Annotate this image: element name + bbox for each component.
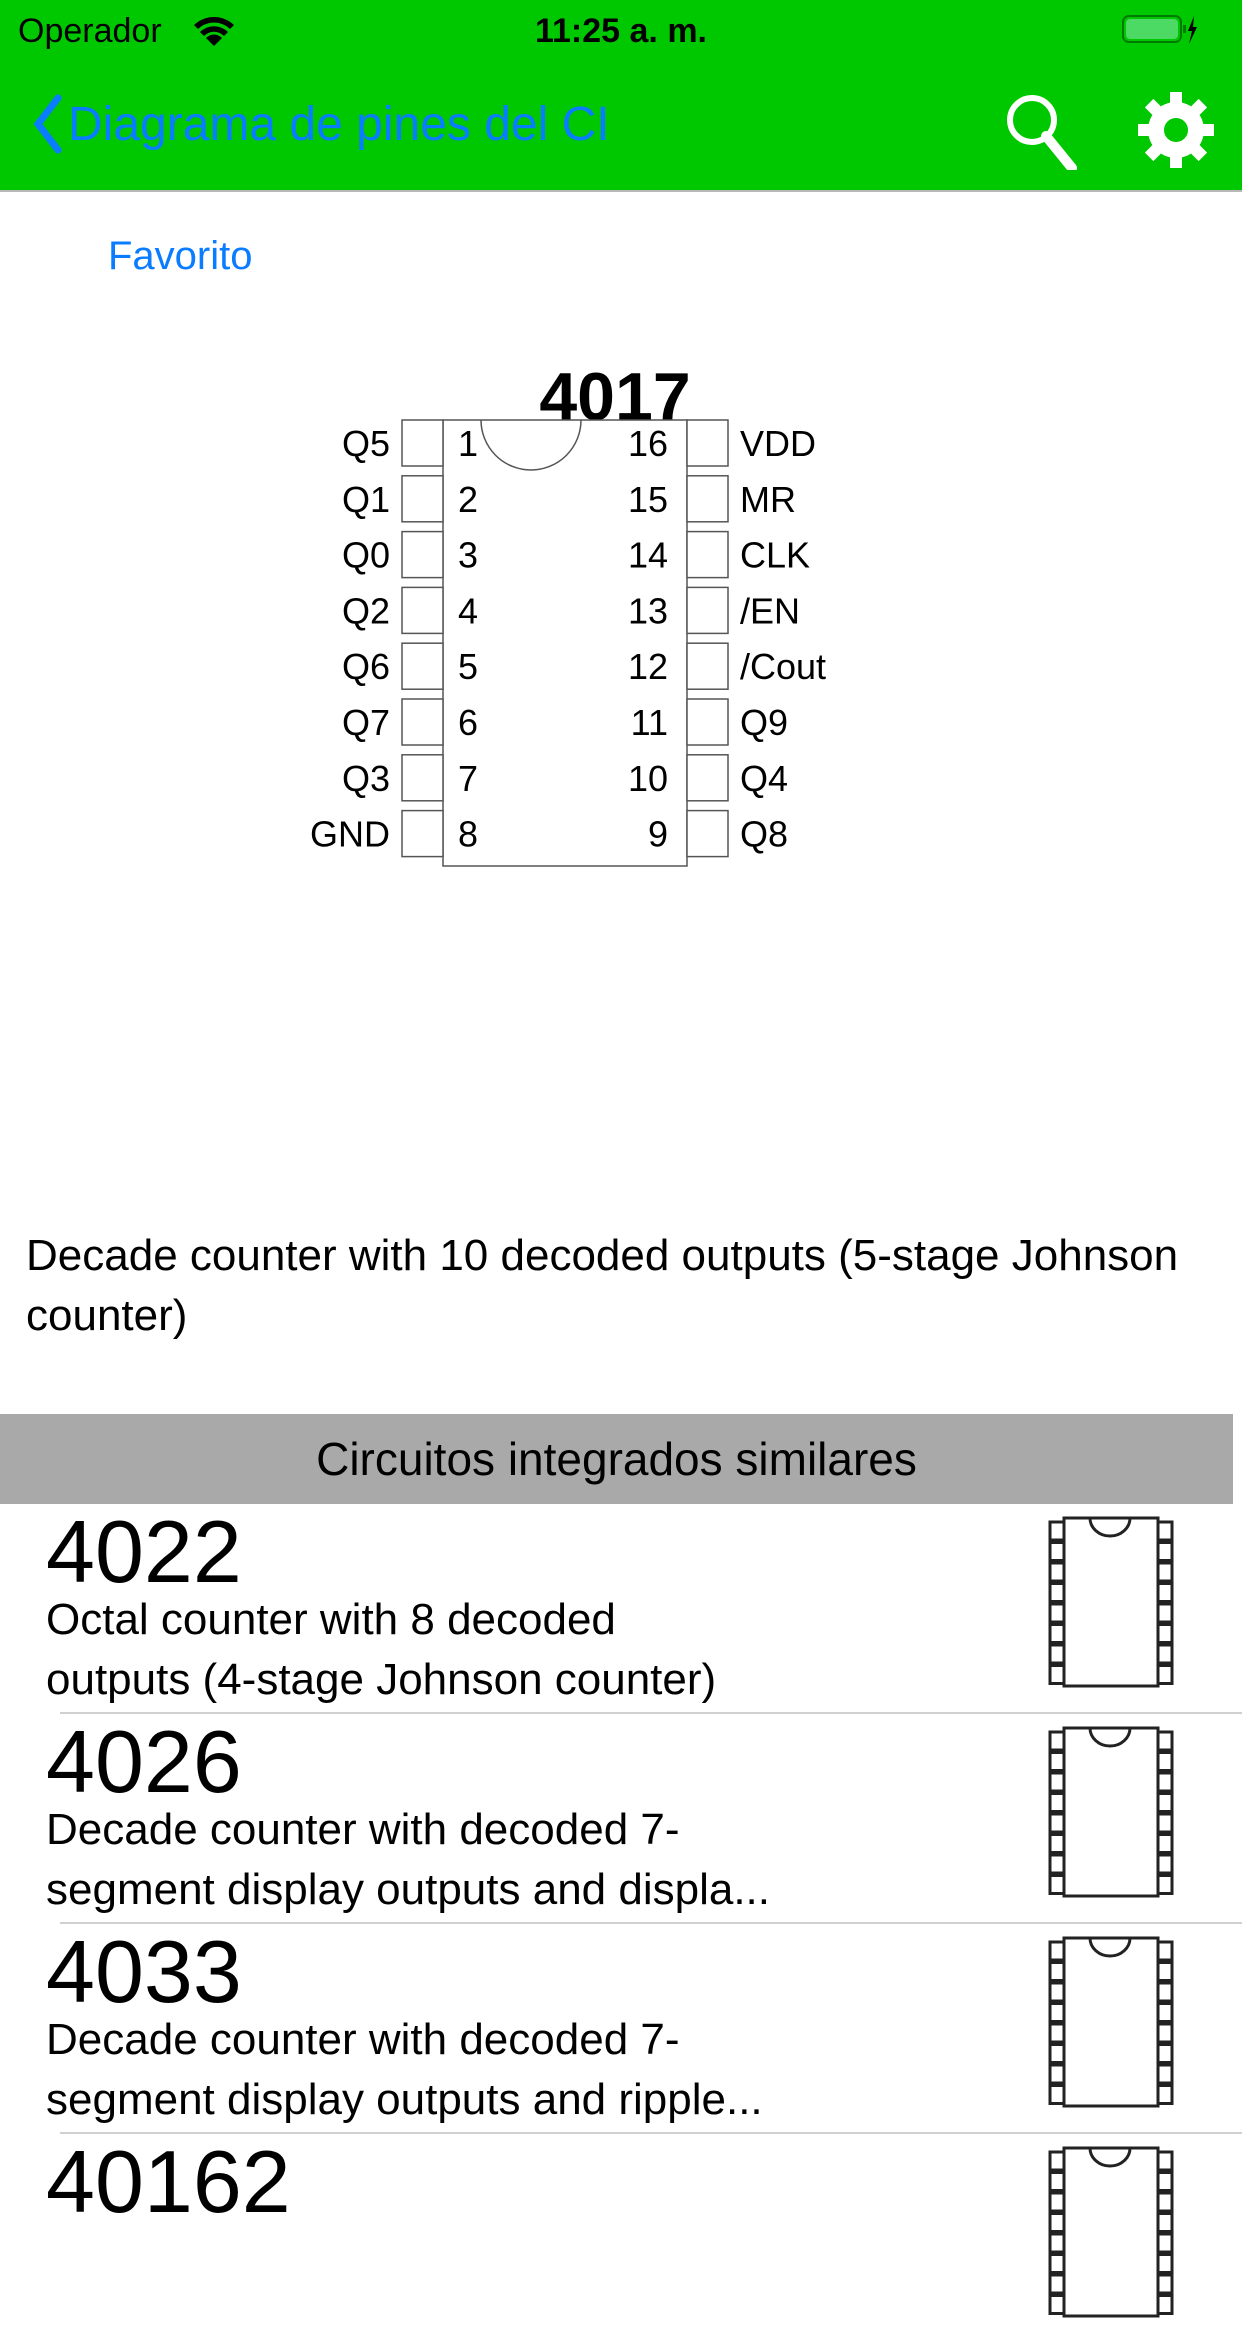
svg-text:CLK: CLK [740,535,810,576]
chip-thumbnail-icon [1048,1516,1174,1688]
item-description: Decade counter with decoded 7- segment d… [46,1805,771,1914]
item-number: 4022 [46,1502,242,1601]
svg-text:Q2: Q2 [342,590,390,631]
gear-icon[interactable] [1136,90,1216,170]
list-item[interactable]: 4033 Decade counter with decoded 7- segm… [0,1924,1242,2134]
similar-section-header: Circuitos integrados similares [0,1414,1233,1504]
chip-description: Decade counter with 10 decoded outputs (… [26,1231,1179,1340]
svg-text:4: 4 [458,590,478,631]
svg-text:1: 1 [458,423,478,464]
list-item[interactable]: 4022 Octal counter with 8 decoded output… [0,1504,1242,1714]
svg-text:9: 9 [648,814,668,855]
svg-text:Q5: Q5 [342,423,390,464]
svg-text:Q3: Q3 [342,758,390,799]
svg-text:Q8: Q8 [740,814,788,855]
svg-text:Q9: Q9 [740,702,788,743]
carrier-label: Operador [18,12,162,50]
status-bar: Operador 11:25 a. m. [0,0,1242,60]
svg-text:16: 16 [628,423,668,464]
item-description: Octal counter with 8 decoded outputs (4-… [46,1595,717,1704]
item-number: 4026 [46,1712,242,1811]
navigation-bar: Diagrama de pines del CI [0,80,1242,190]
svg-text:8: 8 [458,814,478,855]
svg-text:6: 6 [458,702,478,743]
divider [60,1922,1242,1924]
svg-text:Q1: Q1 [342,479,390,520]
svg-text:2: 2 [458,479,478,520]
clock: 11:25 a. m. [534,12,707,50]
wifi-icon [194,17,234,46]
similar-list: 4022 Octal counter with 8 decoded output… [0,1504,1242,2344]
svg-text:Q6: Q6 [342,646,390,687]
item-description: Decade counter with decoded 7- segment d… [46,2015,763,2124]
list-item[interactable]: 4026 Decade counter with decoded 7- segm… [0,1714,1242,1924]
svg-text:10: 10 [628,758,668,799]
svg-text:Q0: Q0 [342,535,390,576]
divider [60,1712,1242,1714]
svg-text:5: 5 [458,646,478,687]
svg-text:MR: MR [740,479,796,520]
svg-text:12: 12 [628,646,668,687]
svg-text:Q4: Q4 [740,758,788,799]
header: Operador 11:25 a. m. Diagrama de pines d… [0,0,1242,192]
svg-text:/Cout: /Cout [740,646,826,687]
item-number: 4033 [46,1922,242,2021]
svg-text:14: 14 [628,535,668,576]
battery-charging-icon [1122,15,1197,44]
svg-text:GND: GND [310,814,390,855]
svg-text:13: 13 [628,590,668,631]
svg-text:/EN: /EN [740,590,800,631]
svg-text:Q7: Q7 [342,702,390,743]
chip-thumbnail-icon [1048,1726,1174,1898]
back-button[interactable]: Diagrama de pines del CI [32,94,610,154]
svg-text:3: 3 [458,535,478,576]
item-number: 40162 [46,2132,291,2231]
svg-text:7: 7 [458,758,478,799]
list-item[interactable]: 40162 [0,2134,1242,2344]
favorite-button[interactable]: Favorito [108,234,253,278]
svg-text:VDD: VDD [740,423,816,464]
search-icon[interactable] [1002,90,1082,170]
chip-thumbnail-icon [1048,2146,1174,2318]
divider [60,2132,1242,2134]
chip-thumbnail-icon [1048,1936,1174,2108]
back-label: Diagrama de pines del CI [68,97,610,151]
chevron-left-icon [33,94,62,154]
svg-text:11: 11 [631,702,668,743]
svg-text:15: 15 [628,479,668,520]
